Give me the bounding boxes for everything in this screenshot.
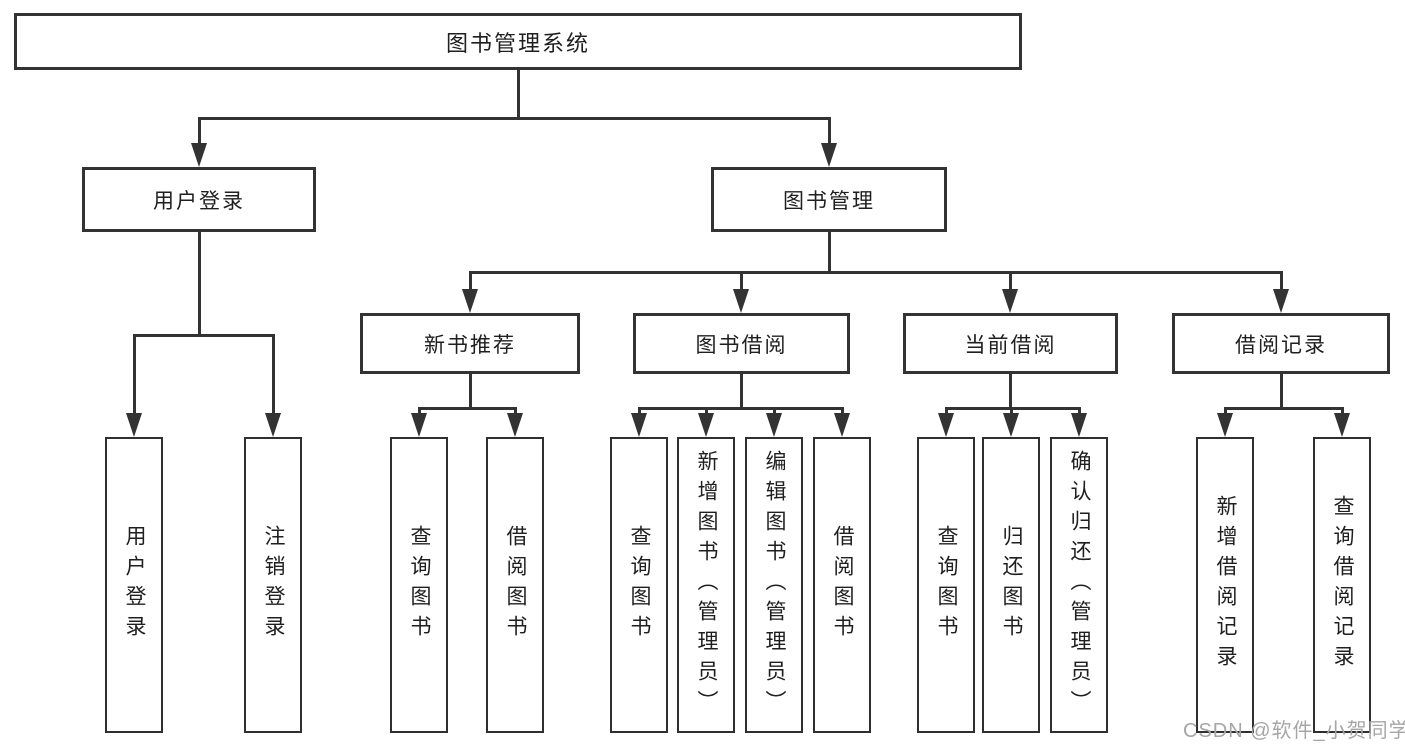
node-book-management: 图书管理 — [711, 167, 947, 232]
node-user-login-label: 用户登录 — [153, 189, 245, 213]
leaf-query-books-borrowing-label: 查询图书 — [628, 525, 651, 645]
connector-vline — [828, 117, 831, 145]
node-current-borrowing: 当前借阅 — [903, 313, 1118, 374]
connector-vline — [1341, 407, 1344, 416]
leaf-query-books-current: 查询图书 — [917, 437, 975, 733]
leaf-add-book-admin-label: 新增图书（管理员） — [695, 450, 718, 720]
leaf-logout-label: 注销登录 — [262, 525, 285, 645]
arrowhead-down — [631, 413, 647, 437]
arrowhead-down — [938, 413, 954, 437]
leaf-borrow-book: 借阅图书 — [813, 437, 871, 733]
arrowhead-down — [126, 413, 142, 437]
arrowhead-down — [821, 143, 837, 167]
connector-vline — [841, 407, 844, 416]
connector-hline — [418, 407, 517, 410]
connector-vline — [740, 374, 743, 408]
node-user-login: 用户登录 — [82, 167, 316, 232]
leaf-confirm-return-admin: 确认归还（管理员） — [1050, 437, 1108, 733]
leaf-borrow-books-recommend-label: 借阅图书 — [504, 525, 527, 645]
node-borrow-records: 借阅记录 — [1172, 313, 1390, 374]
leaf-add-borrow-record: 新增借阅记录 — [1196, 437, 1254, 733]
leaf-query-books-current-label: 查询图书 — [935, 525, 958, 645]
leaf-edit-book-admin-label: 编辑图书（管理员） — [763, 450, 786, 720]
connector-vline — [272, 334, 275, 414]
connector-vline — [198, 117, 201, 145]
leaf-query-borrow-record-label: 查询借阅记录 — [1331, 495, 1354, 675]
leaf-edit-book-admin: 编辑图书（管理员） — [745, 437, 803, 733]
arrowhead-down — [698, 413, 714, 437]
node-book-borrowing-label: 图书借阅 — [695, 333, 788, 357]
connector-vline — [638, 407, 641, 416]
connector-vline — [1009, 271, 1012, 291]
node-library-system: 图书管理系统 — [14, 13, 1022, 70]
leaf-return-book: 归还图书 — [982, 437, 1040, 733]
connector-vline — [1010, 407, 1013, 416]
node-book-borrowing: 图书借阅 — [633, 313, 850, 374]
leaf-query-books-recommend: 查询图书 — [390, 437, 448, 733]
connector-vline — [469, 374, 472, 408]
arrowhead-down — [834, 413, 850, 437]
arrowhead-down — [411, 413, 427, 437]
node-new-book-recommend: 新书推荐 — [360, 313, 580, 374]
arrowhead-down — [462, 289, 478, 313]
connector-vline — [1280, 271, 1283, 291]
connector-vline — [133, 334, 136, 414]
connector-hline — [133, 334, 274, 337]
arrowhead-down — [191, 143, 207, 167]
arrowhead-down — [766, 413, 782, 437]
connector-vline — [828, 232, 831, 272]
leaf-return-book-label: 归还图书 — [1000, 525, 1023, 645]
leaf-borrow-book-label: 借阅图书 — [831, 525, 854, 645]
connector-vline — [1078, 407, 1081, 416]
leaf-user-login: 用户登录 — [105, 437, 163, 733]
connector-vline — [418, 407, 421, 416]
leaf-query-books-recommend-label: 查询图书 — [408, 525, 431, 645]
arrowhead-down — [1217, 413, 1233, 437]
leaf-add-book-admin: 新增图书（管理员） — [677, 437, 735, 733]
connector-vline — [198, 232, 201, 335]
connector-vline — [740, 271, 743, 291]
node-book-management-label: 图书管理 — [783, 189, 875, 213]
connector-vline — [1224, 407, 1227, 416]
node-current-borrowing-label: 当前借阅 — [964, 333, 1057, 357]
connector-hline — [469, 271, 1282, 274]
arrowhead-down — [1002, 289, 1018, 313]
connector-vline — [705, 407, 708, 416]
connector-hline — [198, 117, 831, 120]
arrowhead-down — [507, 413, 523, 437]
arrowhead-down — [265, 413, 281, 437]
csdn-watermark: CSDN @软件_小贺同学 — [1183, 720, 1405, 742]
arrowhead-down — [733, 289, 749, 313]
leaf-query-books-borrowing: 查询图书 — [610, 437, 668, 733]
connector-vline — [517, 70, 520, 117]
leaf-logout: 注销登录 — [244, 437, 302, 733]
connector-vline — [773, 407, 776, 416]
leaf-borrow-books-recommend: 借阅图书 — [486, 437, 544, 733]
node-new-book-recommend-label: 新书推荐 — [424, 333, 516, 357]
leaf-query-borrow-record: 查询借阅记录 — [1313, 437, 1371, 733]
leaf-add-borrow-record-label: 新增借阅记录 — [1214, 495, 1237, 675]
arrowhead-down — [1003, 413, 1019, 437]
connector-vline — [1009, 374, 1012, 408]
connector-vline — [514, 407, 517, 416]
arrowhead-down — [1334, 413, 1350, 437]
connector-vline — [469, 271, 472, 291]
connector-vline — [945, 407, 948, 416]
arrowhead-down — [1273, 289, 1289, 313]
connector-vline — [1280, 374, 1283, 408]
connector-hline — [1224, 407, 1343, 410]
leaf-user-login-label: 用户登录 — [123, 525, 146, 645]
leaf-confirm-return-admin-label: 确认归还（管理员） — [1068, 450, 1091, 720]
node-library-system-label: 图书管理系统 — [445, 30, 590, 56]
arrowhead-down — [1071, 413, 1087, 437]
node-borrow-records-label: 借阅记录 — [1235, 333, 1327, 357]
connector-hline — [638, 407, 843, 410]
